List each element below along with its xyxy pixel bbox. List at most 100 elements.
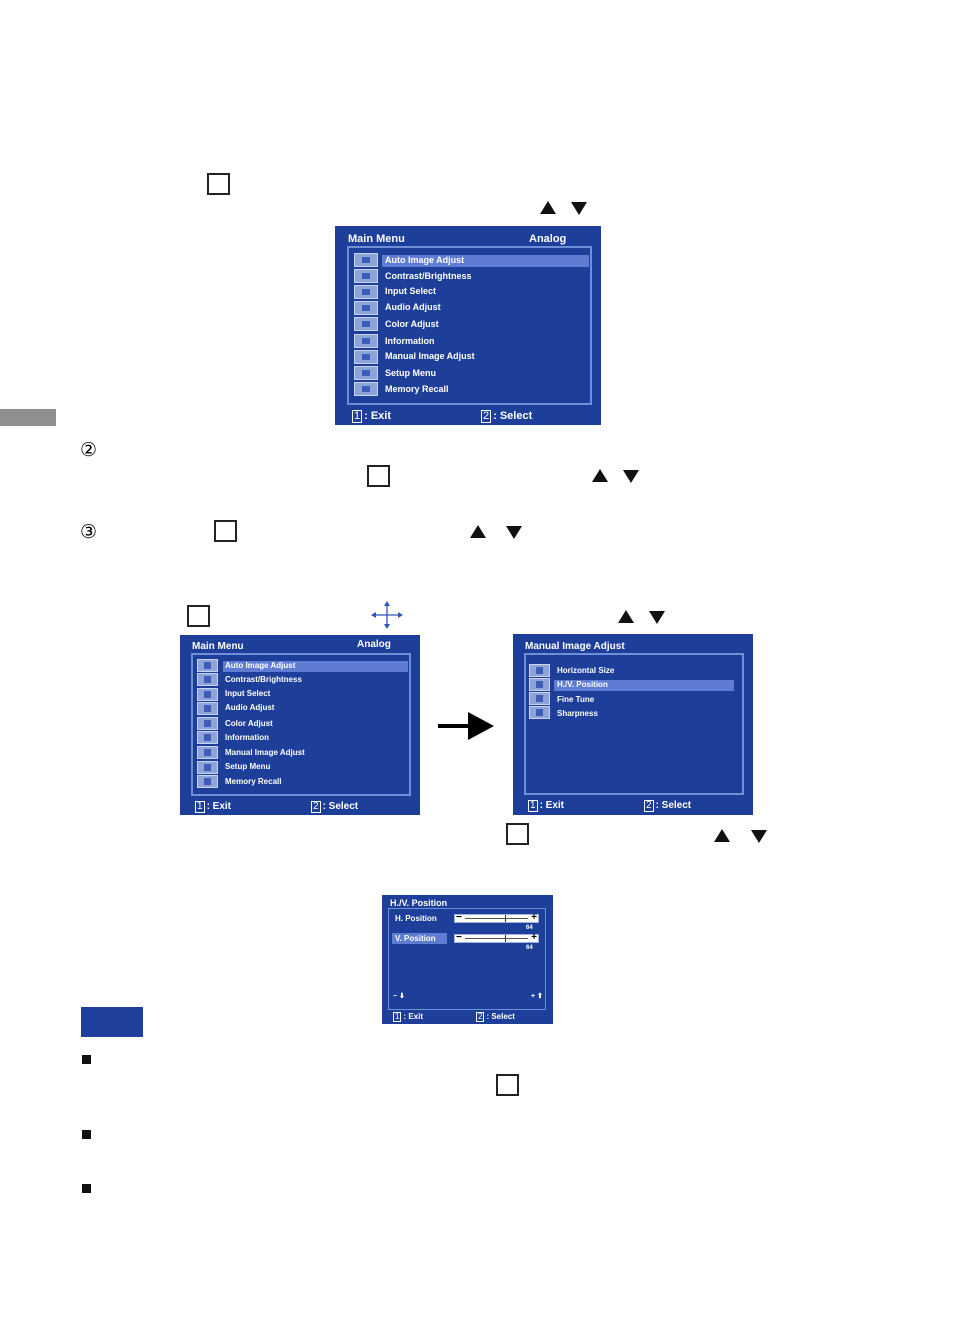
- menu-item-input-select[interactable]: Input Select: [225, 689, 271, 698]
- key-box-icon: [214, 520, 237, 542]
- key-1-icon: 1: [528, 800, 538, 812]
- menu-item-audio-adjust[interactable]: Audio Adjust: [225, 703, 275, 712]
- osd-footer-exit[interactable]: 1: Exit: [352, 410, 391, 423]
- select-label: : Select: [493, 410, 533, 422]
- key-box-icon: [187, 605, 210, 627]
- menu-item-manual-image-adjust[interactable]: Manual Image Adjust: [385, 351, 475, 361]
- menu-item-horizontal-size[interactable]: Horizontal Size: [557, 666, 615, 675]
- slider-track: [465, 938, 528, 939]
- v-position-value: 64: [526, 945, 533, 951]
- osd-menu-frame: [524, 653, 744, 795]
- osd-hv-position: H./V. Position H. Position − + 64 V. Pos…: [382, 895, 553, 1024]
- color-adjust-icon: [354, 317, 378, 331]
- key-2-icon: 2: [476, 1012, 485, 1022]
- down-triangle-icon: [506, 526, 522, 539]
- osd-menu-frame: [347, 246, 592, 405]
- bullet-icon: [82, 1184, 91, 1193]
- up-triangle-icon: [714, 829, 730, 842]
- osd-mode: Analog: [357, 639, 391, 650]
- select-label: : Select: [322, 801, 359, 812]
- down-triangle-icon: [623, 470, 639, 483]
- menu-item-input-select[interactable]: Input Select: [385, 286, 437, 296]
- menu-item-memory-recall[interactable]: Memory Recall: [385, 384, 449, 394]
- menu-item-setup-menu[interactable]: Setup Menu: [225, 762, 271, 771]
- osd-selection-highlight: [382, 255, 589, 267]
- menu-item-audio-adjust[interactable]: Audio Adjust: [385, 302, 441, 312]
- slider-track: [465, 918, 528, 919]
- menu-item-information[interactable]: Information: [385, 336, 435, 346]
- side-tab: [0, 409, 56, 426]
- menu-item-information[interactable]: Information: [225, 733, 269, 742]
- osd-footer-select[interactable]: 2: Select: [311, 801, 358, 813]
- increase-hint: + ⬆: [531, 993, 543, 1000]
- osd-footer-select[interactable]: 2: Select: [481, 410, 532, 423]
- osd-selection-highlight: [223, 661, 408, 672]
- menu-item-color-adjust[interactable]: Color Adjust: [225, 719, 273, 728]
- up-triangle-icon: [592, 469, 608, 482]
- hv-position-icon: [529, 678, 550, 691]
- plus-icon: +: [531, 912, 537, 923]
- information-icon: [354, 334, 378, 348]
- plus-icon: +: [531, 932, 537, 943]
- minus-icon: −: [456, 912, 462, 923]
- osd-footer-exit[interactable]: 1: Exit: [393, 1012, 423, 1022]
- osd-title: Main Menu: [348, 233, 405, 245]
- minus-icon: −: [456, 932, 462, 943]
- v-position-label[interactable]: V. Position: [395, 934, 436, 943]
- osd-selection-highlight: [392, 933, 447, 944]
- menu-item-manual-image-adjust[interactable]: Manual Image Adjust: [225, 748, 305, 757]
- key-2-icon: 2: [644, 800, 654, 812]
- osd-title: H./V. Position: [390, 898, 448, 908]
- h-position-slider[interactable]: − +: [454, 912, 539, 923]
- audio-adjust-icon: [197, 702, 218, 715]
- menu-item-contrast-brightness[interactable]: Contrast/Brightness: [385, 271, 472, 281]
- manual-image-adjust-icon: [197, 746, 218, 759]
- menu-item-fine-tune[interactable]: Fine Tune: [557, 695, 595, 704]
- osd-footer-exit[interactable]: 1: Exit: [195, 801, 231, 813]
- osd-menu-frame: [191, 653, 411, 796]
- up-triangle-icon: [470, 525, 486, 538]
- osd-footer-select[interactable]: 2: Select: [476, 1012, 515, 1022]
- input-select-icon: [197, 688, 218, 701]
- h-position-value: 64: [526, 925, 533, 931]
- osd-selection-highlight: [554, 680, 734, 691]
- key-2-icon: 2: [311, 801, 321, 813]
- osd-footer-exit[interactable]: 1: Exit: [528, 800, 564, 812]
- slider-thumb[interactable]: [505, 915, 507, 922]
- v-position-slider[interactable]: − +: [454, 932, 539, 943]
- menu-item-contrast-brightness[interactable]: Contrast/Brightness: [225, 675, 302, 684]
- setup-menu-icon: [197, 761, 218, 774]
- up-triangle-icon: [618, 610, 634, 623]
- osd-mode: Analog: [529, 233, 567, 245]
- color-adjust-icon: [197, 717, 218, 730]
- key-1-icon: 1: [352, 410, 363, 423]
- down-triangle-icon: [751, 830, 767, 843]
- auto-adjust-icon: [197, 659, 218, 672]
- slider-thumb[interactable]: [505, 935, 507, 942]
- contrast-brightness-icon: [354, 269, 378, 283]
- menu-item-sharpness[interactable]: Sharpness: [557, 709, 598, 718]
- setup-menu-icon: [354, 366, 378, 380]
- key-2-icon: 2: [481, 410, 492, 423]
- key-1-icon: 1: [195, 801, 205, 813]
- right-arrow-icon: [438, 712, 494, 740]
- horizontal-size-icon: [529, 664, 550, 677]
- exit-label: : Exit: [364, 410, 392, 422]
- down-triangle-icon: [571, 202, 587, 215]
- menu-item-setup-menu[interactable]: Setup Menu: [385, 368, 436, 378]
- menu-item-auto-image-adjust[interactable]: Auto Image Adjust: [385, 255, 465, 265]
- h-position-label[interactable]: H. Position: [395, 914, 437, 923]
- select-label: : Select: [655, 800, 692, 811]
- sharpness-icon: [529, 706, 550, 719]
- up-triangle-icon: [540, 201, 556, 214]
- osd-footer-select[interactable]: 2: Select: [644, 800, 691, 812]
- menu-item-color-adjust[interactable]: Color Adjust: [385, 319, 439, 329]
- menu-item-auto-image-adjust[interactable]: Auto Image Adjust: [225, 661, 296, 670]
- menu-item-memory-recall[interactable]: Memory Recall: [225, 777, 282, 786]
- down-triangle-icon: [649, 611, 665, 624]
- osd-title: Main Menu: [192, 641, 244, 652]
- exit-label: : Exit: [539, 800, 565, 811]
- menu-item-hv-position[interactable]: H./V. Position: [557, 680, 608, 689]
- exit-label: : Exit: [403, 1012, 424, 1021]
- exit-label: : Exit: [206, 801, 232, 812]
